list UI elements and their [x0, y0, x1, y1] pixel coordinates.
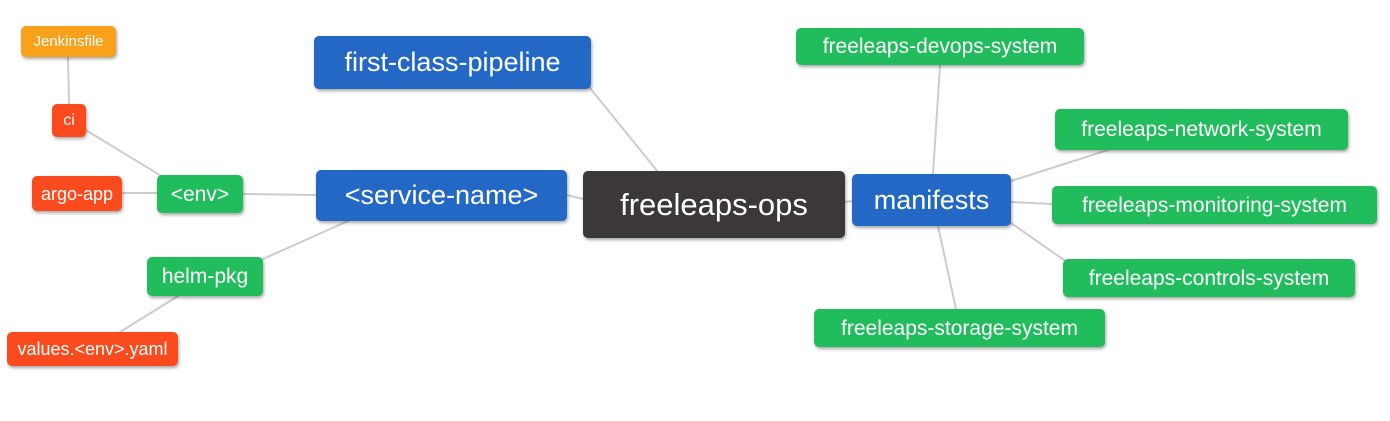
edge-manifests-to-network-system: [1010, 149, 1109, 182]
node-jenkinsfile[interactable]: Jenkinsfile: [21, 26, 116, 57]
node-helm-pkg[interactable]: helm-pkg: [147, 257, 263, 296]
node-storage-system[interactable]: freeleaps-storage-system: [814, 309, 1105, 347]
node-values-env-yaml[interactable]: values.<env>.yaml: [7, 332, 178, 366]
node-manifests[interactable]: manifests: [852, 174, 1011, 226]
node-network-system[interactable]: freeleaps-network-system: [1055, 109, 1348, 150]
edge-ci-to-env: [83, 128, 164, 178]
edge-values-env-yaml-to-helm-pkg: [119, 295, 179, 333]
node-controls-system[interactable]: freeleaps-controls-system: [1063, 259, 1355, 297]
node-devops-system[interactable]: freeleaps-devops-system: [796, 28, 1084, 65]
edge-helm-pkg-to-service-name: [262, 220, 349, 260]
node-service-name[interactable]: <service-name>: [316, 170, 567, 221]
node-ci[interactable]: ci: [52, 104, 86, 137]
node-monitoring-system[interactable]: freeleaps-monitoring-system: [1052, 186, 1377, 224]
edge-manifests-to-storage-system: [937, 225, 957, 310]
edge-service-name-to-freeleaps-ops: [566, 194, 584, 200]
edge-manifests-to-controls-system: [1010, 222, 1065, 261]
node-freeleaps-ops[interactable]: freeleaps-ops: [583, 171, 845, 238]
edge-jenkinsfile-to-ci: [67, 56, 70, 105]
edge-manifests-to-devops-system: [932, 65, 941, 175]
edge-freeleaps-ops-to-manifests: [844, 200, 853, 203]
edge-first-class-pipeline-to-freeleaps-ops: [589, 87, 659, 173]
node-first-class-pipeline[interactable]: first-class-pipeline: [314, 36, 591, 89]
node-argo-app[interactable]: argo-app: [32, 176, 122, 211]
node-env[interactable]: <env>: [157, 175, 243, 213]
edge-env-to-service-name: [242, 193, 317, 196]
edge-manifests-to-monitoring-system: [1010, 201, 1053, 205]
